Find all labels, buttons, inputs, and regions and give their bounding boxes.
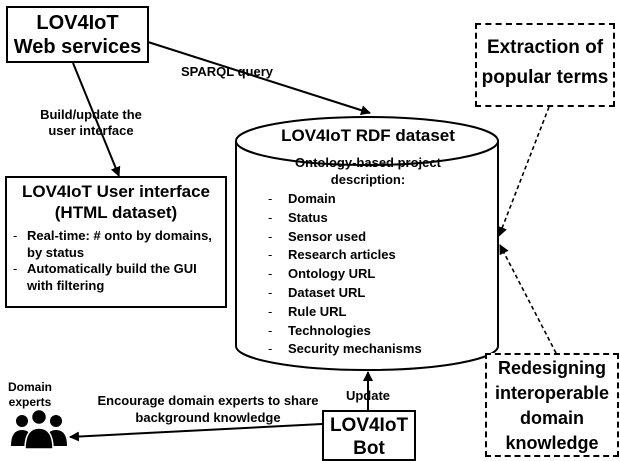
rdf-dataset-item: -Sensor used [268, 228, 422, 247]
encourage-label-line2: background knowledge [135, 410, 281, 425]
rdf-dataset-title: LOV4IoT RDF dataset [281, 126, 455, 145]
bullet-dash: - [268, 209, 273, 225]
redesigning-line2: interoperable [494, 383, 610, 403]
bullet-dash: - [268, 303, 273, 319]
user-interface-bullet-text: Real-time: # onto by domains, by status [27, 228, 212, 260]
encourage-arrow [69, 423, 323, 442]
redesigning-dashed-arrow [499, 244, 557, 354]
build-update-label-line1: Build/update the [40, 107, 142, 122]
web-services-box: LOV4IoT Web services [6, 6, 149, 63]
build-update-label-line2: user interface [48, 123, 134, 138]
rdf-dataset-item: -Technologies [268, 322, 422, 341]
user-interface-box: LOV4IoT User interface (HTML dataset) -R… [5, 176, 227, 308]
bullet-dash: - [268, 228, 273, 244]
bullet-dash: - [268, 247, 273, 263]
rdf-dataset-item-text: Ontology URL [288, 266, 376, 282]
bullet-dash: - [268, 341, 273, 357]
user-interface-title-line1: LOV4IoT User interface [21, 182, 210, 201]
web-services-title-line2: Web services [13, 36, 142, 58]
extraction-dashed-arrow [497, 106, 550, 237]
bullet-dash: - [268, 322, 273, 338]
rdf-dataset-item-text: Dataset URL [288, 284, 366, 300]
redesigning-line1: Redesigning [497, 358, 606, 378]
bot-box: LOV4IoT Bot [322, 410, 416, 461]
rdf-dataset-item: -Security mechanisms [268, 340, 422, 359]
user-interface-title-line2: (HTML dataset) [54, 203, 178, 222]
rdf-dataset-item-text: Security mechanisms [288, 341, 422, 357]
rdf-dataset-item-text: Status [288, 209, 328, 225]
bullet-dash: - [268, 266, 273, 282]
sparql-query-arrow [147, 41, 371, 116]
domain-experts-line2: experts [8, 395, 52, 409]
bot-line1: LOV4IoT [329, 415, 409, 436]
redesigning-line3: domain [519, 408, 584, 428]
rdf-dataset-subtitle-line1: Ontology-based project [295, 155, 441, 170]
user-interface-bullet: -Real-time: # onto by domains, by status [13, 228, 219, 261]
rdf-dataset-item: -Rule URL [268, 303, 422, 322]
redesigning-line4: knowledge [505, 433, 599, 453]
rdf-dataset-item: -Ontology URL [268, 265, 422, 284]
rdf-dataset-cylinder [235, 116, 499, 371]
rdf-dataset-item-text: Domain [288, 191, 336, 206]
sparql-query-label: SPARQL query [181, 64, 273, 79]
build-update-label: Build/update the user interface [26, 107, 156, 139]
bullet-dash: - [13, 228, 18, 243]
rdf-dataset-item-text: Rule URL [288, 303, 347, 319]
bot-line2: Bot [353, 438, 385, 459]
encourage-label: Encourage domain experts to share backgr… [88, 392, 328, 426]
redesigning-box: Redesigning interoperable domain knowled… [485, 353, 619, 457]
update-label: Update [345, 388, 391, 403]
user-interface-bullets: -Real-time: # onto by domains, by status… [13, 228, 219, 294]
rdf-dataset-subtitle-line2: description: [330, 172, 406, 187]
domain-experts-label: Domain experts [0, 380, 60, 410]
extraction-box: Extraction of popular terms [475, 23, 615, 107]
rdf-dataset-item-text: Sensor used [288, 228, 367, 244]
bullet-dash: - [13, 261, 18, 276]
user-interface-bullet: -Automatically build the GUI with filter… [13, 261, 219, 294]
rdf-dataset-item: -Research articles [268, 246, 422, 265]
rdf-dataset-item-text: Research articles [288, 247, 396, 263]
people-group-icon [11, 408, 67, 450]
user-interface-bullet-text: Automatically build the GUI with filteri… [27, 261, 197, 293]
extraction-line1: Extraction of [486, 37, 604, 58]
bullet-dash: - [268, 191, 273, 206]
rdf-dataset-item: -Dataset URL [268, 284, 422, 303]
web-services-title-line1: LOV4IoT [36, 12, 119, 34]
rdf-dataset-item: -Status [268, 209, 422, 228]
build-update-arrow [72, 62, 121, 177]
bullet-dash: - [268, 284, 273, 300]
rdf-dataset-subtitle: Ontology-based project description: [262, 154, 474, 188]
domain-experts-line1: Domain [7, 380, 52, 394]
rdf-dataset-items: -Domain -Status -Sensor used -Research a… [268, 190, 422, 359]
encourage-label-line1: Encourage domain experts to share [97, 393, 319, 408]
rdf-dataset-item-text: Technologies [288, 322, 371, 338]
extraction-line2: popular terms [481, 67, 609, 88]
rdf-dataset-item: -Domain [268, 190, 422, 209]
